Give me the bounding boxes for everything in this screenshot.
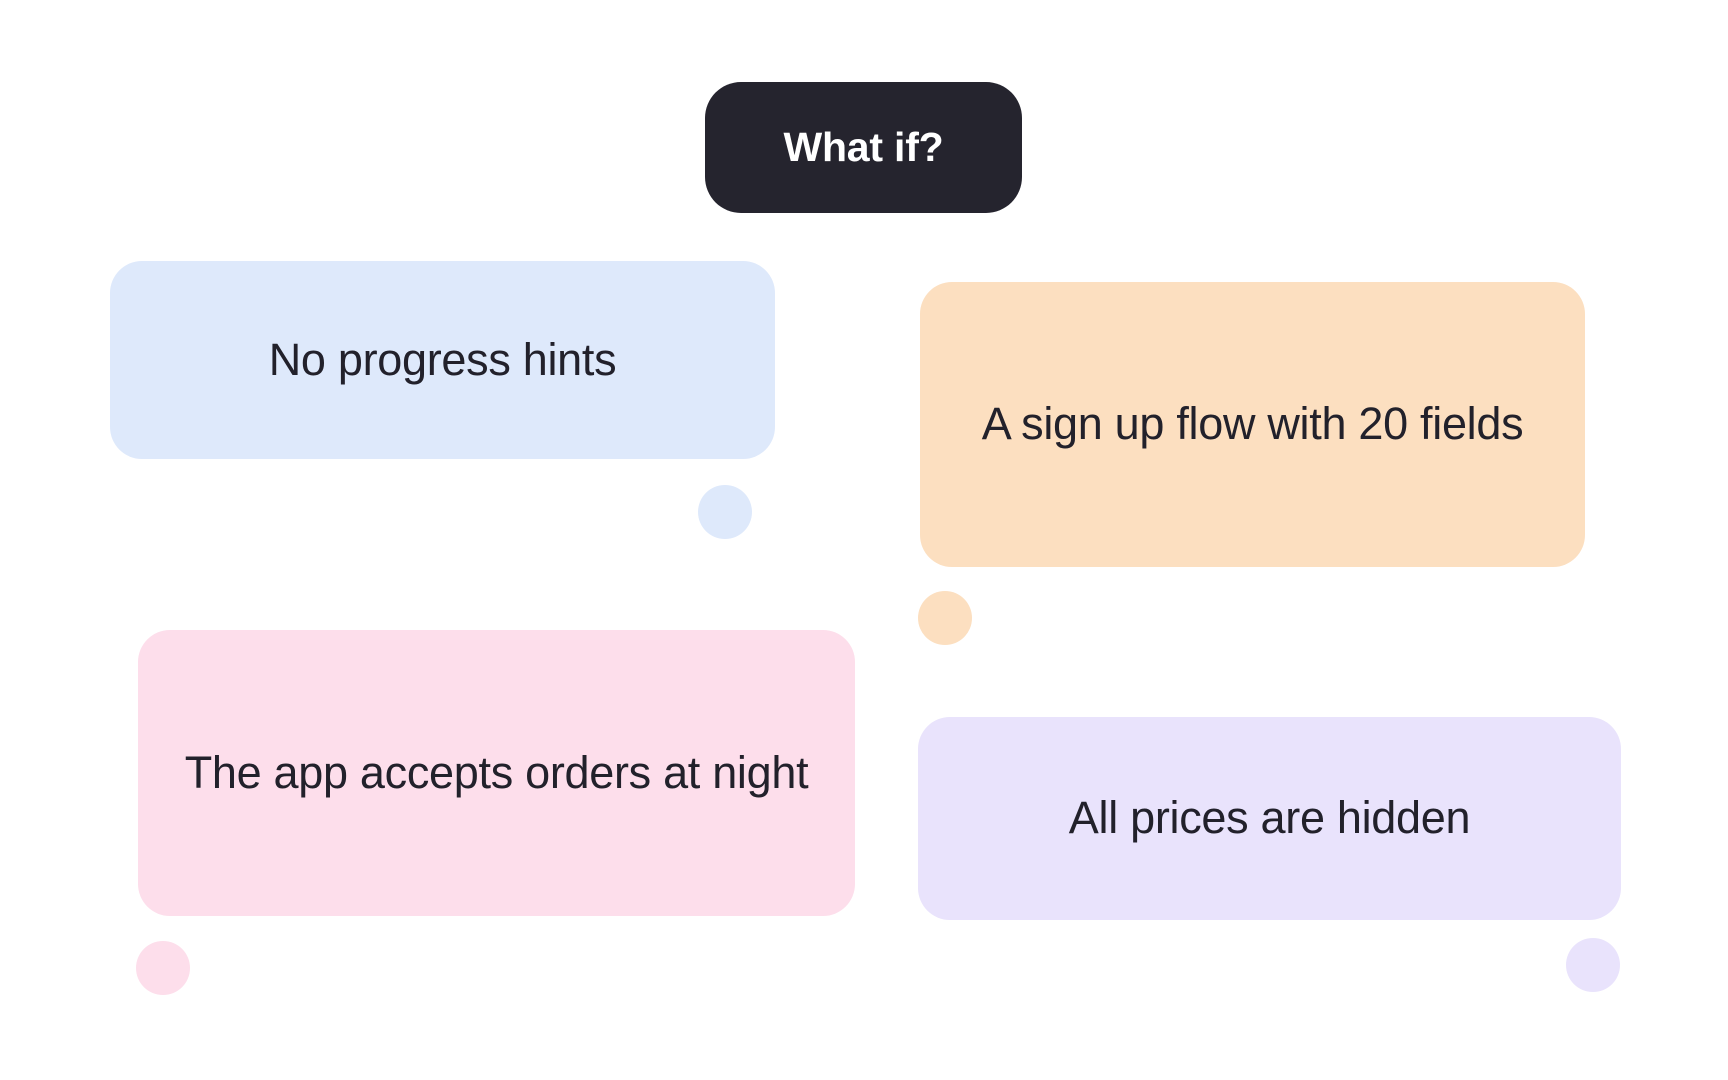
idea-card-label: No progress hints (268, 333, 617, 385)
idea-card-label: The app accepts orders at night (184, 746, 809, 798)
idea-card-tail-dot-orange (918, 591, 972, 645)
idea-card-tail-dot-pink (136, 941, 190, 995)
idea-card-label: All prices are hidden (1068, 792, 1471, 844)
idea-card-no-progress-hints[interactable]: No progress hints (110, 261, 775, 459)
idea-card-tail-dot-blue (698, 485, 752, 539)
idea-card-prices-hidden[interactable]: All prices are hidden (918, 717, 1621, 920)
idea-card-tail-dot-purple (1566, 938, 1620, 992)
page-title: What if? (783, 124, 944, 170)
idea-card-orders-at-night[interactable]: The app accepts orders at night (138, 630, 855, 916)
idea-card-label: A sign up flow with 20 fields (981, 398, 1524, 450)
page-title-pill: What if? (705, 82, 1022, 213)
idea-card-sign-up-flow[interactable]: A sign up flow with 20 fields (920, 282, 1585, 567)
